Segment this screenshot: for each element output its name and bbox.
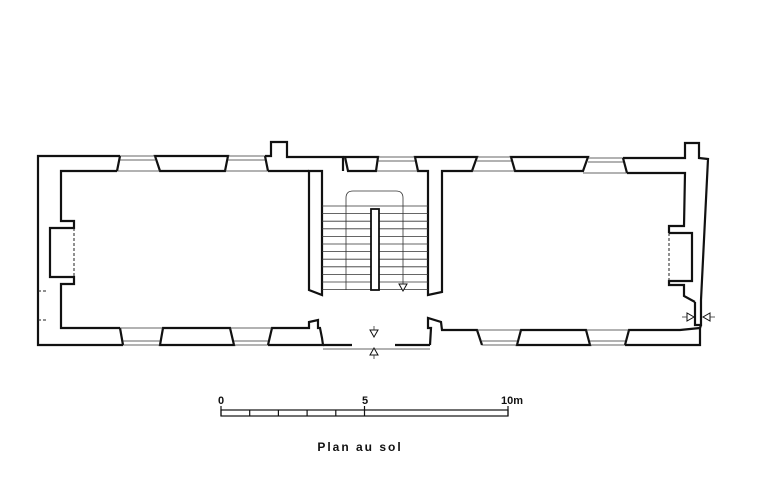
stair-wall-right [413,155,479,297]
arrow-left-icon [701,312,711,322]
scale-label-5: 5 [362,395,368,407]
entrance-markers [369,312,715,359]
top-windows [117,155,627,174]
scale-label-10m: 10m [501,395,523,407]
stair-wall-left [307,169,324,297]
arrow-down-icon [369,329,379,339]
scale-bar: 0 5 10m [218,395,523,417]
wall-pier [153,154,230,173]
arrow-right-icon [686,312,696,322]
arrow-down-icon [398,283,408,293]
plan-title: Plan au sol [317,440,402,454]
exterior-walls [36,140,710,350]
stair-core [370,208,380,291]
stair-direction-line [345,190,404,290]
scale-label-0: 0 [218,395,224,407]
bottom-windows [120,327,629,350]
staircase [322,190,428,293]
